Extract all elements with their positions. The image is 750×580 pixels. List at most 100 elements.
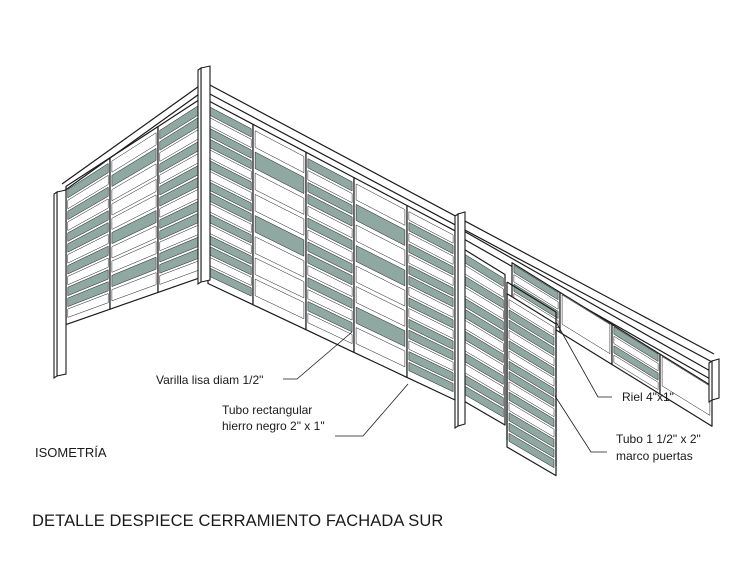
sliding-door-assembly [461,247,713,477]
door-panel-2-slat [508,299,555,336]
left-panel-1-slat [67,186,109,221]
right-panel-3-slat [307,241,353,274]
left-panel-1-slat [67,163,109,199]
view-label: ISOMETRÍA [35,445,107,460]
rail-panel-2 [559,291,613,366]
leader-tubo-marco [554,395,607,453]
left-panel-2-slat [111,241,157,273]
right-panel-5-slat [408,297,454,329]
left-panel-1-slat [67,257,109,286]
post-corner-face [200,65,211,283]
right-panel-4 [353,177,408,378]
post-right-end-face [711,358,720,401]
rail-panel-3 [611,323,661,395]
right-panel-3 [305,151,355,353]
left-panel-2-slat [111,147,157,187]
rail-panel-1-slat [513,274,559,310]
post-corner [197,65,211,286]
door-panel-2-slat [508,422,555,458]
post-left-end-side [53,190,58,380]
right-panel-5-slat [408,286,454,318]
left-panel-2-slat [111,178,157,216]
right-panel-4-slat [355,183,406,226]
right-panel-5-slat [408,329,454,361]
right-panel-2-slat [254,215,305,257]
rail-panel-3-slat [613,335,659,372]
right-panel-2-slat [254,130,305,174]
right-panel-2-slat [254,257,305,299]
right-panel-5-slat [408,211,454,244]
right-panel-3-slat [307,229,353,262]
door-panel-2-slat [508,309,555,346]
right-panel-4-slat [355,306,406,347]
right-panel-2 [252,123,307,331]
label-tubo-rectangular-spec: hierro negro 2" x 1" [222,419,325,433]
right-panel-2-slat [254,151,305,195]
right-panel-4-slat [355,245,406,287]
left-panel-1-slat [67,245,109,275]
left-panel-1-slat [67,281,109,307]
left-panel-1-slat [67,233,109,264]
rail-panel-2-slat [561,294,611,355]
label-riel: Riel 4"x1" [622,390,674,404]
door-panel-2-slat [508,391,555,428]
right-panel-5-slat [408,275,454,308]
leader-riel [555,321,612,398]
door-panel-2-slat [508,360,555,397]
right-panel-4-slat [355,203,406,246]
door-panel-1 [461,247,506,426]
left-panel-1-slat [67,210,109,242]
right-panel-2-slat [254,193,305,236]
right-panel-3-slat [307,217,353,251]
drawing-title: DETALLE DESPIECE CERRAMIENTO FACHADA SUR [32,512,443,530]
right-panel-2-slat [254,172,305,215]
right-panel-4-slat [355,265,406,307]
left-panel-2-slat [111,163,157,202]
post-right-end-side [708,359,713,404]
left-panel-3 [157,96,204,293]
right-panel-3-slat [307,301,353,333]
label-tubo-marco: Tubo 1 1/2" x 2" [616,432,701,446]
right-panel-3-slat [307,265,353,298]
leader-varilla [283,331,353,380]
right-panel-5-slat [408,351,454,382]
post-right-end [708,358,720,404]
door-frame-tube [506,281,557,466]
right-panel-3-slat [307,313,353,344]
left-panel-2-slat [111,132,157,173]
left-panel-1-slat [67,269,109,297]
left-panel-2-slat [111,194,157,230]
door-panel-2-slat [508,319,555,357]
left-panel-2 [109,125,159,310]
right-wall [207,83,715,401]
right-panel-4-slat [355,327,406,368]
left-wall [61,83,204,326]
post-middle-side [454,212,459,430]
label-tubo-marco-desc: marco puertas [616,449,693,463]
posts [53,65,720,430]
rail-panel-3-slat [613,326,659,362]
post-corner-side [197,66,202,286]
right-panel-3-slat [307,158,353,192]
right-panel-5-slat [408,361,454,393]
right-panel-3-slat [307,181,353,215]
left-panel-2-slat [111,272,157,302]
right-panel-5-slat [408,243,454,276]
right-panel-3-slat [307,253,353,286]
left-panel-1-slat [67,198,109,231]
door-panel-2-slat [508,381,555,418]
right-panel-3-slat [307,289,353,321]
label-tubo-rectangular: Tubo rectangular [222,403,312,417]
rail-panel-4-slat [661,356,711,416]
door-panel-2-slat [508,340,555,377]
door-panel-2-slat [508,350,555,387]
left-panel-2-slat [111,210,157,245]
post-left-end [53,189,67,380]
left-panel-1-slat [67,222,109,253]
door-panel-2-slat [508,329,555,367]
left-panel-1-slat [67,293,109,318]
door-panel-2-slat [508,432,555,469]
right-panel-3-slat [307,205,353,239]
leader-tubo-rectangular [335,383,409,437]
right-panel-5-slat [408,340,454,371]
